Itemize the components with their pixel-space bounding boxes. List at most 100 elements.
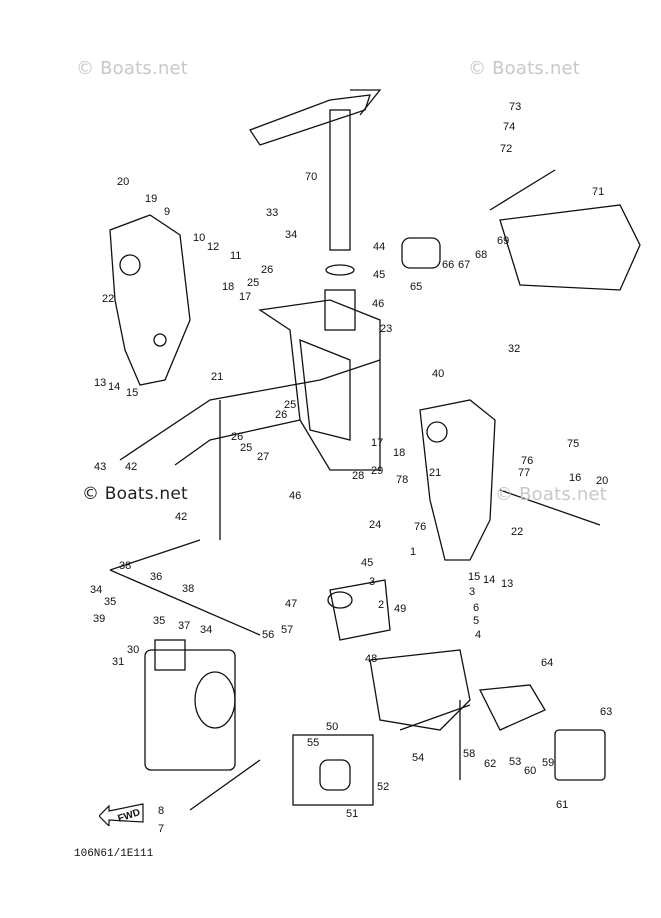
part-callout-26: 26 — [275, 409, 287, 421]
part-callout-20: 20 — [117, 176, 129, 188]
part-callout-21: 21 — [211, 371, 223, 383]
part-callout-38: 38 — [182, 583, 194, 595]
part-callout-7: 7 — [158, 823, 164, 835]
part-callout-16: 16 — [569, 472, 581, 484]
part-callout-12: 12 — [207, 241, 219, 253]
part-callout-51: 51 — [346, 808, 358, 820]
part-callout-57: 57 — [281, 624, 293, 636]
part-callout-17: 17 — [239, 291, 251, 303]
part-callout-2: 2 — [378, 599, 384, 611]
part-callout-14: 14 — [108, 381, 120, 393]
part-callout-50: 50 — [326, 721, 338, 733]
part-callout-49: 49 — [394, 603, 406, 615]
part-callout-22: 22 — [102, 293, 114, 305]
part-callout-47: 47 — [285, 598, 297, 610]
part-callout-34: 34 — [200, 624, 212, 636]
part-callout-39: 39 — [93, 613, 105, 625]
part-callout-10: 10 — [193, 232, 205, 244]
part-callout-15: 15 — [126, 387, 138, 399]
part-callout-13: 13 — [94, 377, 106, 389]
part-callout-46: 46 — [289, 490, 301, 502]
part-callout-72: 72 — [500, 143, 512, 155]
part-callout-31: 31 — [112, 656, 124, 668]
part-callout-32: 32 — [508, 343, 520, 355]
part-callout-25: 25 — [240, 442, 252, 454]
part-callout-54: 54 — [412, 752, 424, 764]
part-callout-45: 45 — [361, 557, 373, 569]
part-callout-11: 11 — [230, 250, 241, 262]
part-callout-52: 52 — [377, 781, 389, 793]
part-callout-73: 73 — [509, 101, 521, 113]
forward-arrow-icon: FWD — [99, 803, 144, 826]
part-callout-44: 44 — [373, 241, 385, 253]
part-callout-53: 53 — [509, 756, 521, 768]
part-callout-18: 18 — [393, 447, 405, 459]
part-callout-75: 75 — [567, 438, 579, 450]
part-callout-22: 22 — [511, 526, 523, 538]
part-callout-17: 17 — [371, 437, 383, 449]
part-callout-21: 21 — [429, 467, 441, 479]
part-callout-13: 13 — [501, 578, 513, 590]
part-callout-14: 14 — [483, 574, 495, 586]
part-callout-4: 4 — [475, 629, 481, 641]
part-callout-28: 28 — [352, 470, 364, 482]
part-callout-43: 43 — [94, 461, 106, 473]
part-callout-1: 1 — [410, 546, 416, 558]
part-callout-62: 62 — [484, 758, 496, 770]
part-callout-3: 3 — [469, 586, 475, 598]
part-callout-61: 61 — [556, 799, 568, 811]
part-callout-23: 23 — [380, 323, 392, 335]
part-callout-18: 18 — [222, 281, 234, 293]
part-callout-64: 64 — [541, 657, 553, 669]
part-callout-71: 71 — [592, 186, 604, 198]
part-callout-68: 68 — [475, 249, 487, 261]
part-callout-19: 19 — [145, 193, 157, 205]
part-callout-34: 34 — [90, 584, 102, 596]
part-callout-74: 74 — [503, 121, 515, 133]
part-callout-63: 63 — [600, 706, 612, 718]
part-callout-78: 78 — [396, 474, 408, 486]
part-callout-76: 76 — [414, 521, 426, 533]
part-callout-42: 42 — [125, 461, 137, 473]
part-callout-77: 77 — [518, 467, 530, 479]
part-callout-46: 46 — [372, 298, 384, 310]
steering-shaft — [329, 109, 351, 251]
part-callout-35: 35 — [104, 596, 116, 608]
part-callout-56: 56 — [262, 629, 274, 641]
part-callout-26: 26 — [261, 264, 273, 276]
diagram-code: 106N61/1E111 — [74, 848, 154, 860]
part-callout-48: 48 — [365, 653, 377, 665]
watermark-middle-left: © Boats.net — [82, 484, 188, 504]
part-callout-5: 5 — [473, 615, 479, 627]
watermark-top-right: © Boats.net — [468, 58, 581, 79]
part-callout-34: 34 — [285, 229, 297, 241]
watermark-top-left: © Boats.net — [76, 58, 189, 79]
part-callout-25: 25 — [247, 277, 259, 289]
part-callout-60: 60 — [524, 765, 536, 777]
part-callout-76: 76 — [521, 455, 533, 467]
part-callout-42: 42 — [175, 511, 187, 523]
part-callout-59: 59 — [542, 757, 554, 769]
part-callout-8: 8 — [158, 805, 164, 817]
part-callout-24: 24 — [369, 519, 381, 531]
part-callout-33: 33 — [266, 207, 278, 219]
part-callout-40: 40 — [432, 368, 444, 380]
part-callout-25: 25 — [284, 399, 296, 411]
part-callout-29: 29 — [371, 465, 383, 477]
part-callout-6: 6 — [473, 602, 479, 614]
part-callout-58: 58 — [463, 748, 475, 760]
part-callout-69: 69 — [497, 235, 509, 247]
part-callout-27: 27 — [257, 451, 269, 463]
part-callout-45: 45 — [373, 269, 385, 281]
part-callout-15: 15 — [468, 571, 480, 583]
part-callout-37: 37 — [178, 620, 190, 632]
part-callout-38: 38 — [119, 560, 131, 572]
part-callout-3: 3 — [369, 576, 375, 588]
part-callout-30: 30 — [127, 644, 139, 656]
part-callout-65: 65 — [410, 281, 422, 293]
watermark-middle-right: © Boats.net — [495, 484, 608, 505]
part-callout-35: 35 — [153, 615, 165, 627]
part-callout-36: 36 — [150, 571, 162, 583]
